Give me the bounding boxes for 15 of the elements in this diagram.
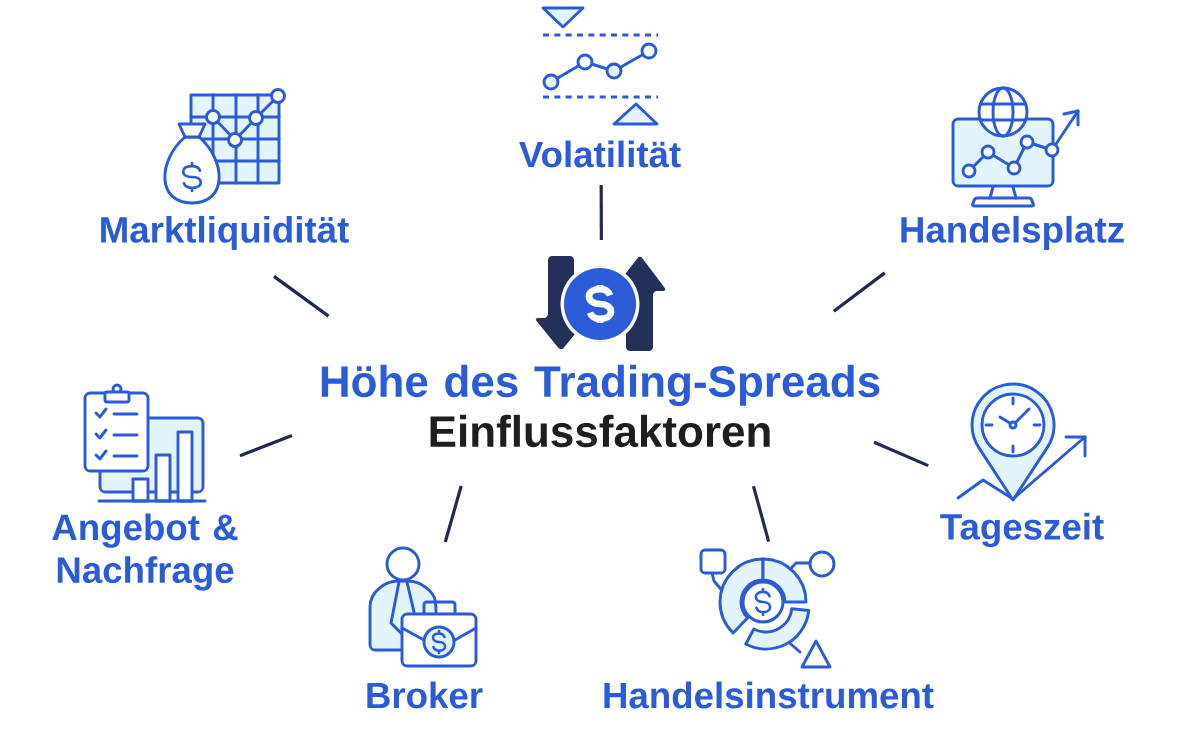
- connector-line: [273, 275, 330, 318]
- factor-label: Handelsplatz: [901, 215, 1124, 251]
- factor-label: Handelsinstrument: [604, 681, 934, 709]
- factor-label: Broker: [367, 681, 483, 709]
- factor-label: Volatilität: [519, 140, 681, 168]
- connector-line: [239, 433, 293, 458]
- connector-line: [751, 485, 771, 543]
- factor-label: Marktliquidität: [101, 215, 349, 251]
- factor-label: Angebot & Nachfrage: [52, 513, 238, 591]
- connector-line: [443, 485, 463, 543]
- center-heading: Höhe des Trading-Spreads Einflussfaktoren: [321, 364, 880, 448]
- connector-line: [599, 185, 603, 240]
- connector-line: [873, 440, 929, 468]
- connector-line: [832, 271, 886, 313]
- factor-label: Tageszeit: [940, 512, 1104, 548]
